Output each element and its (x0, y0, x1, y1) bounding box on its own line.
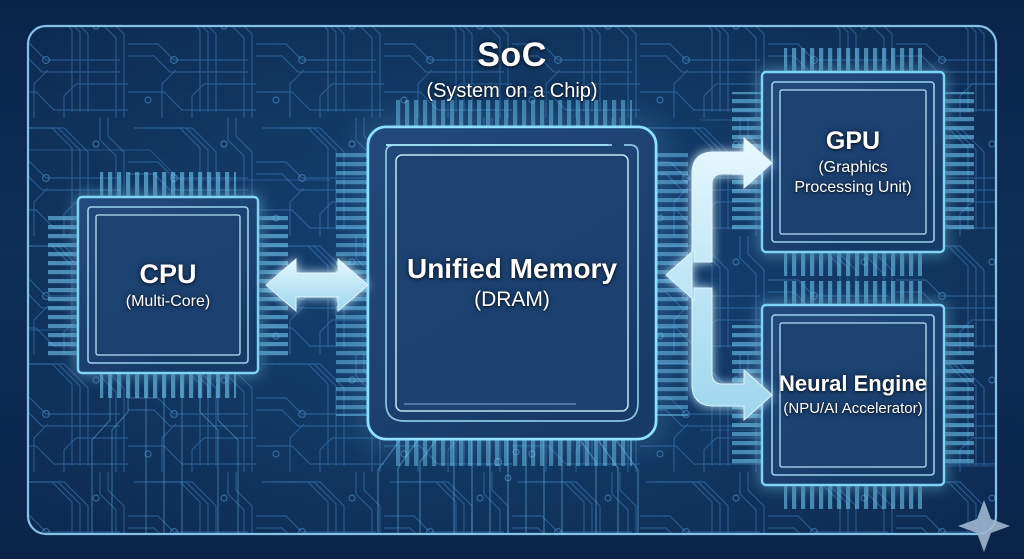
block-unified-memory-title: Unified Memory (406, 253, 618, 285)
diagram-title: SoC (477, 36, 547, 74)
block-unified-memory-subtitle: (DRAM) (474, 288, 550, 312)
block-neural-engine-title: Neural Engine (779, 371, 927, 397)
block-neural-engine-subtitle: (NPU/AI Accelerator) (783, 399, 923, 417)
sparkle-star-icon (958, 500, 1010, 552)
block-unified-memory[interactable]: Unified Memory (DRAM) (368, 127, 656, 439)
block-neural-engine[interactable]: Neural Engine (NPU/AI Accelerator) (762, 305, 944, 485)
arrow-cpu-memory (265, 257, 369, 313)
block-gpu-subtitle: (Graphics Processing Unit) (794, 158, 912, 196)
block-cpu-title: CPU (139, 258, 197, 289)
block-gpu[interactable]: GPU (Graphics Processing Unit) (762, 72, 944, 252)
block-cpu[interactable]: CPU (Multi-Core) (78, 197, 258, 373)
block-gpu-title: GPU (825, 126, 881, 155)
arrow-memory-gpu-neural (665, 136, 773, 422)
diagram-subtitle: (System on a Chip) (426, 80, 598, 102)
block-cpu-subtitle: (Multi-Core) (125, 292, 211, 310)
chip-gpu-graphic (732, 48, 974, 276)
chip-cpu-graphic (48, 172, 288, 398)
